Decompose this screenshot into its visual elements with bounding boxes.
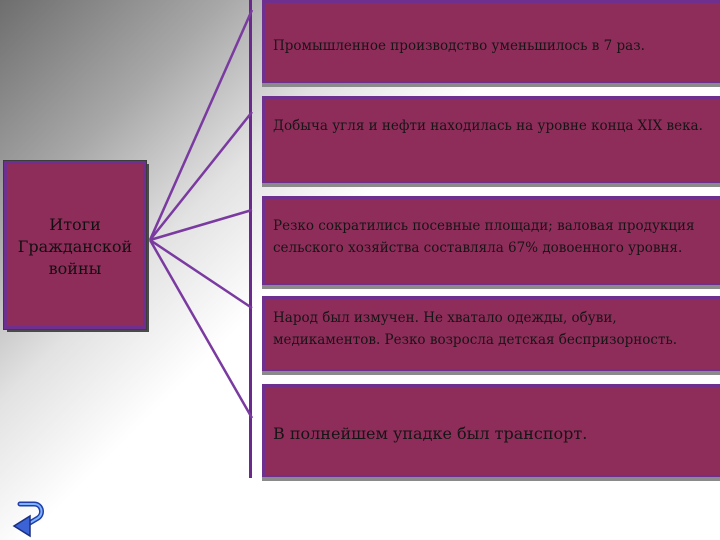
title-line-3: войны <box>48 259 102 278</box>
vertical-divider <box>249 0 252 478</box>
connector-2 <box>149 111 253 241</box>
summary-title-box: Итоги Гражданской войны <box>3 160 147 330</box>
connector-1 <box>148 9 254 241</box>
title-line-2: Гражданской <box>17 237 133 256</box>
result-card-coal-oil: Добыча угля и нефти находилась на уровне… <box>262 96 720 187</box>
result-card-industry: Промышленное производство уменьшилось в … <box>262 0 720 87</box>
result-card-people: Народ был измучен. Не хватало одежды, об… <box>262 296 720 375</box>
connector-4 <box>149 238 253 310</box>
return-arrow-icon[interactable] <box>12 500 46 538</box>
result-card-agriculture: Резко сократились посевные площади; вало… <box>262 196 720 289</box>
result-text: Резко сократились посевные площади; вало… <box>273 218 695 256</box>
result-text: Промышленное производство уменьшилось в … <box>273 38 645 54</box>
result-card-transport: В полнейшем упадке был транспорт. <box>262 384 720 481</box>
result-text: Добыча угля и нефти находилась на уровне… <box>273 118 703 134</box>
result-text: Народ был измучен. Не хватало одежды, об… <box>273 310 678 348</box>
title-line-1: Итоги <box>49 215 101 234</box>
connector-3 <box>149 208 253 242</box>
connector-5 <box>148 239 254 419</box>
result-text: В полнейшем упадке был транспорт. <box>273 424 588 443</box>
